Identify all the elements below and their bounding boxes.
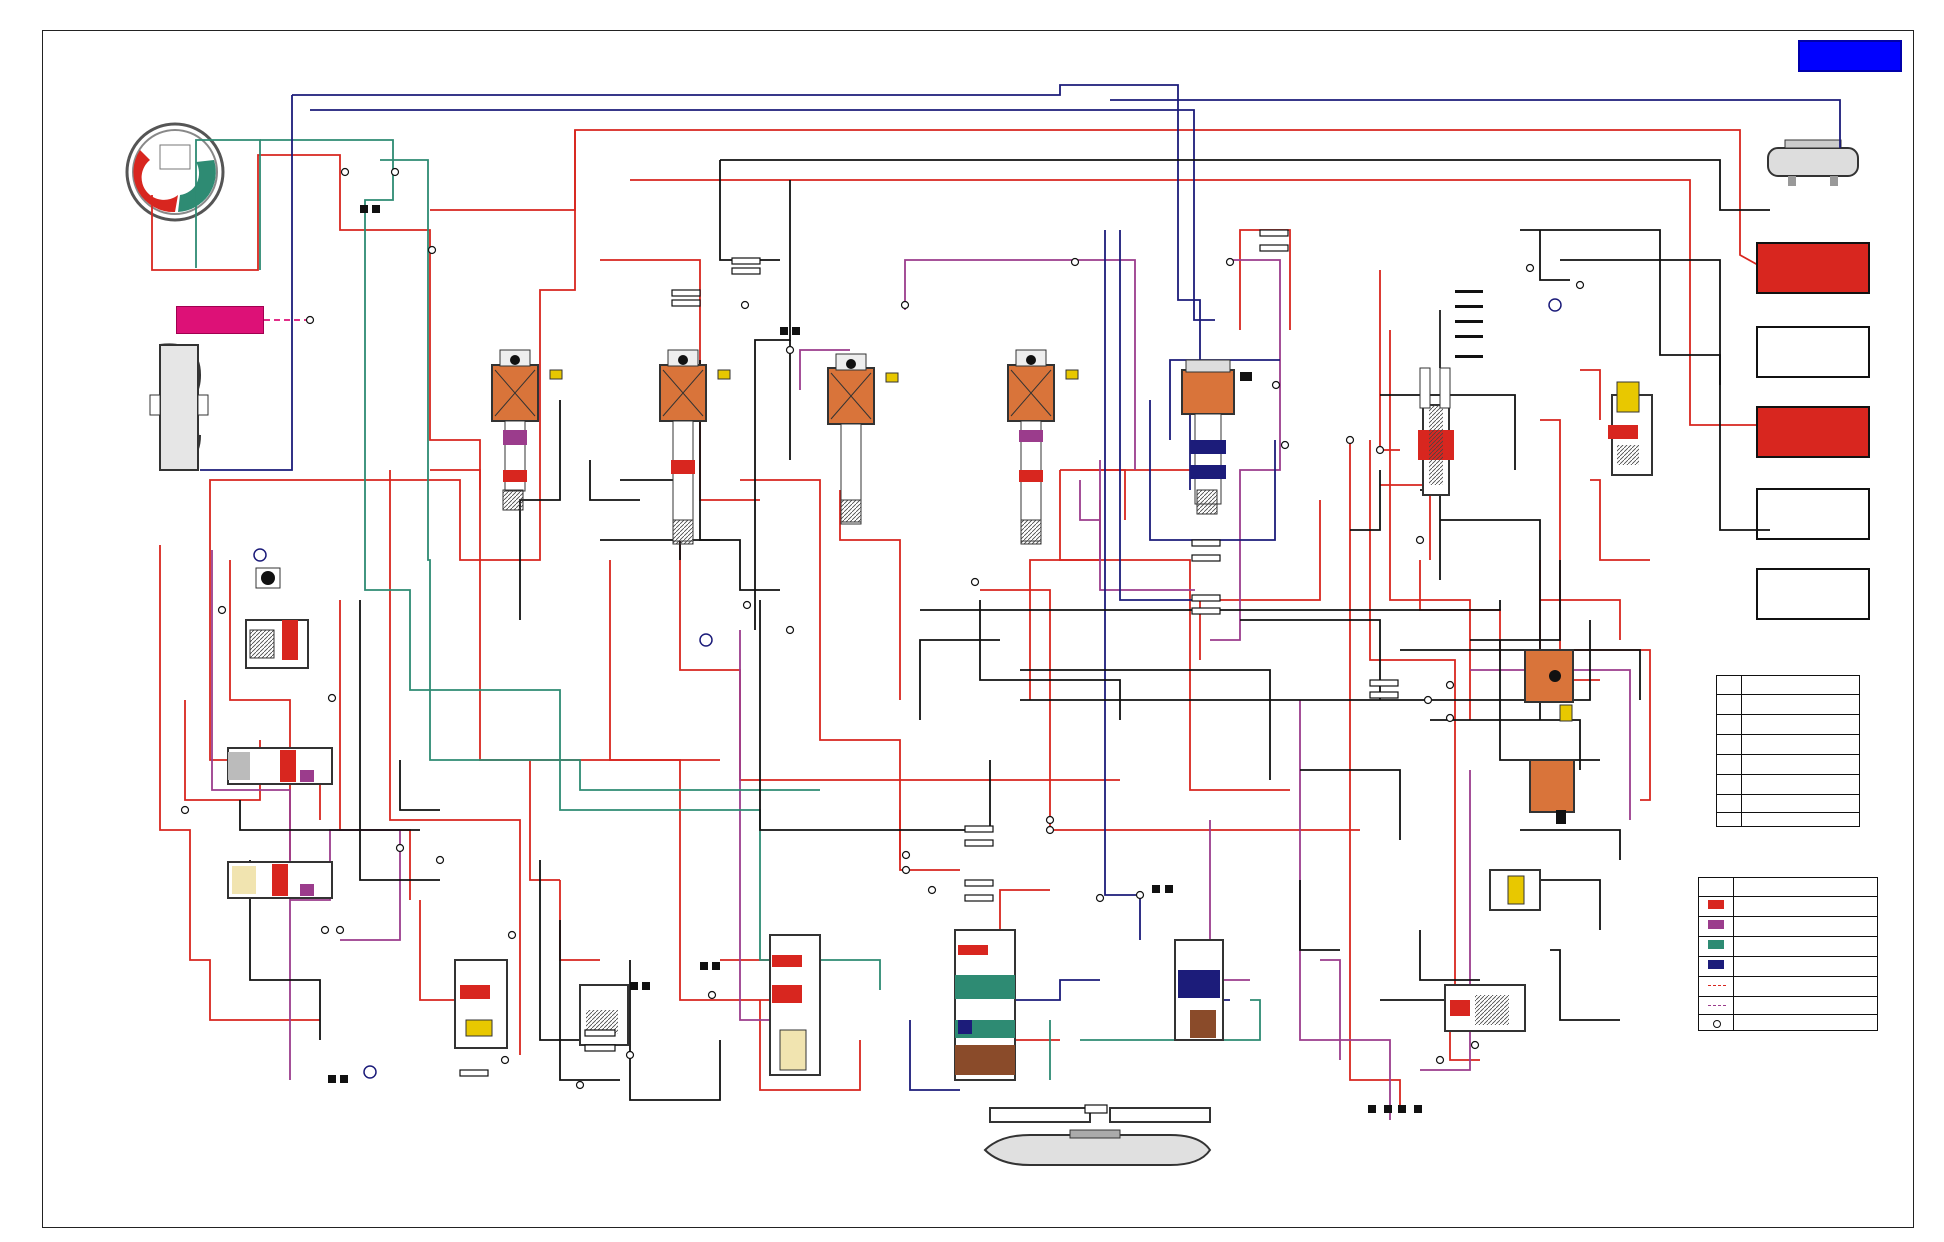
- solenoid-valve-4: [1007, 349, 1079, 545]
- diagram-frame: [42, 30, 1914, 1228]
- side-box-4: [1756, 488, 1870, 540]
- title-block: [1798, 40, 1902, 72]
- valve-left-1: [245, 567, 309, 669]
- side-box-5: [1756, 568, 1870, 620]
- valve-left-3: [227, 861, 333, 899]
- oil-pump: [125, 122, 225, 222]
- legend-swatch: [1708, 900, 1724, 909]
- solenoid-valve-2: [659, 349, 731, 545]
- solenoid-valve-3: [827, 353, 899, 525]
- valve-right-3: [1489, 869, 1541, 911]
- legend-swatch: [1713, 1020, 1721, 1028]
- legend-swatch: [1708, 1005, 1726, 1006]
- pressure-valve-7: [1608, 381, 1653, 476]
- component-tags: [459, 229, 1399, 1114]
- valve-right-solenoid-2: [1529, 759, 1575, 824]
- cooler: [1767, 139, 1859, 186]
- breather-symbols: [253, 298, 1562, 1079]
- clutch-application-table: [1716, 675, 1860, 827]
- exhaust-lines: [200, 84, 1841, 1091]
- side-box-1: [1756, 242, 1870, 294]
- solenoid-valve-5: [1181, 359, 1252, 515]
- valve-bottom-1: [454, 959, 508, 1049]
- valve-left-2: [227, 747, 333, 785]
- component-markers: [328, 205, 1483, 1113]
- valve-bottom-5: [1174, 939, 1224, 1041]
- main-pressure-lines: [151, 129, 1759, 1110]
- side-box-2: [1756, 326, 1870, 378]
- valve-right-solenoid-1: [1524, 649, 1574, 722]
- legend-swatch: [1708, 960, 1724, 969]
- legend-swatch: [1708, 920, 1724, 929]
- legend-swatch: [1708, 985, 1726, 986]
- oil-pan: [983, 1107, 1212, 1166]
- solenoid-valve-1: [491, 349, 563, 511]
- color-legend: [1698, 877, 1878, 1031]
- pressure-valve-6: [1418, 310, 1454, 496]
- torque-converter: [149, 343, 209, 472]
- valve-bottom-4: [954, 929, 1016, 1081]
- legend-swatch: [1708, 940, 1724, 949]
- lube-lines: [195, 139, 1261, 1080]
- valve-bottom-3: [769, 934, 821, 1076]
- junction-points: [180, 167, 1585, 1090]
- valve-right-4: [1444, 984, 1526, 1032]
- speed-sensor-box: [176, 306, 264, 334]
- side-box-3: [1756, 406, 1870, 458]
